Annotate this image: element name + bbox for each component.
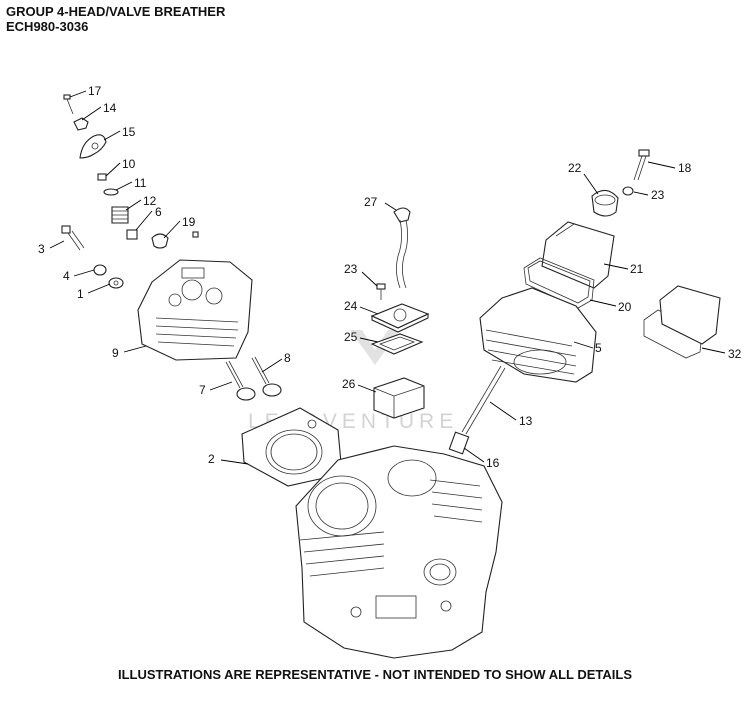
- model-number: ECH980-3036: [6, 19, 89, 34]
- part-breather-filter-27: [373, 377, 425, 419]
- part-cylinder-head-5: [479, 287, 597, 383]
- callout-22: 22: [568, 161, 582, 175]
- callout-1: 1: [77, 287, 84, 301]
- part-retainer-11: [103, 188, 119, 196]
- callout-8: 8: [284, 351, 291, 365]
- callout-24: 23: [344, 262, 358, 276]
- callout-6: 6: [155, 205, 162, 219]
- part-guide-19: [151, 231, 199, 249]
- callout-20: 20: [618, 300, 632, 314]
- callout-14: 14: [103, 101, 117, 115]
- part-stud-18: [633, 149, 650, 181]
- callout-26: 25: [344, 330, 358, 344]
- callout-21: 21: [630, 262, 644, 276]
- part-valve-7: [225, 360, 256, 401]
- diagram-title: GROUP 4-HEAD/VALVE BREATHER: [6, 4, 226, 19]
- part-push-rod-13: [461, 365, 506, 435]
- part-washer-1: [108, 277, 124, 289]
- part-oil-cap-22: [591, 189, 619, 217]
- callout-15: 15: [122, 125, 136, 139]
- part-stud-3: [61, 225, 85, 251]
- callout-16: 16: [486, 456, 500, 470]
- part-valve-spring-12: [111, 206, 129, 224]
- breather-group: [370, 207, 430, 419]
- part-cylinder-head-9: [137, 259, 253, 361]
- callout-32: 32: [728, 347, 742, 361]
- callout-9: 9: [112, 346, 119, 360]
- callout-7: 7: [199, 383, 206, 397]
- right-cylinder-head-group: [448, 149, 721, 455]
- part-collar-4: [93, 264, 107, 276]
- callout-3: 3: [38, 242, 45, 256]
- callout-5: 5: [595, 341, 602, 355]
- left-cylinder-head-group: [61, 94, 343, 487]
- part-tappet-16: [448, 431, 470, 455]
- part-breather-cover-25: [370, 303, 430, 333]
- part-cover-gasket-32: [643, 309, 703, 359]
- part-stem-seal-6: [126, 229, 138, 240]
- part-head-gasket-2: [241, 407, 343, 487]
- callout-13: 13: [519, 414, 533, 428]
- callout-4: 4: [63, 269, 70, 283]
- callout-17: 17: [88, 84, 102, 98]
- part-breather-gasket-26: [370, 333, 424, 355]
- callout-labels: 17 14 15 10 11 12 6 19 3 4 1 9 7 8 2 27 …: [38, 84, 742, 470]
- leader-lines: [49, 90, 726, 465]
- part-breather-hose-28: [393, 207, 411, 289]
- disclaimer-note: ILLUSTRATIONS ARE REPRESENTATIVE - NOT I…: [118, 667, 632, 682]
- part-valve-cover-alt: [659, 285, 721, 345]
- callout-25: 24: [344, 299, 358, 313]
- part-keeper-10: [97, 173, 107, 181]
- callout-12: 12: [143, 194, 157, 208]
- callout-2: 2: [208, 452, 215, 466]
- callout-27: 26: [342, 377, 356, 391]
- part-pivot-14: [73, 117, 89, 131]
- part-rocker-arm-15: [79, 134, 107, 159]
- callout-28: 27: [364, 195, 378, 209]
- callout-23: 23: [651, 188, 665, 202]
- part-valve-8: [251, 356, 282, 397]
- callout-19: 19: [182, 215, 196, 229]
- callout-18: 18: [678, 161, 692, 175]
- part-screw-24: [376, 283, 386, 300]
- part-plug-23: [622, 186, 634, 196]
- part-screw-17: [63, 94, 74, 115]
- callout-10: 10: [122, 157, 136, 171]
- part-crankcase: [295, 445, 503, 659]
- part-valve-cover-21: [541, 221, 615, 289]
- callout-11: 11: [134, 176, 147, 190]
